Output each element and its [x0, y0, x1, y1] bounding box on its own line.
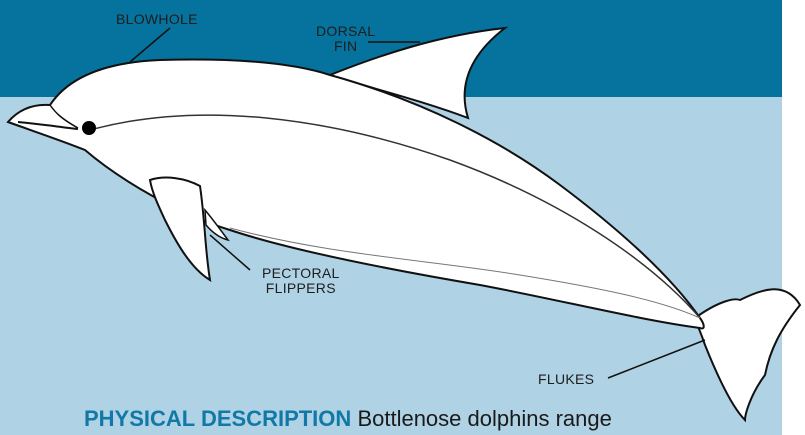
- dolphin-body: [8, 60, 704, 329]
- caption-text: Bottlenose dolphins range: [357, 406, 611, 431]
- dorsal-label-line1: DORSAL: [316, 24, 375, 39]
- blowhole-pointer: [130, 28, 170, 62]
- eye: [82, 121, 96, 135]
- blowhole-label-text: BLOWHOLE: [116, 11, 198, 27]
- pectoral-label-line1: PECTORAL: [262, 266, 340, 281]
- flukes-pointer: [608, 340, 705, 378]
- dorsal-label-line2: FIN: [316, 39, 375, 54]
- blowhole-label: BLOWHOLE: [116, 12, 198, 27]
- flukes-label-text: FLUKES: [538, 371, 594, 387]
- pectoral-flipper-front: [150, 178, 210, 280]
- caption-heading: PHYSICAL DESCRIPTION: [84, 406, 351, 431]
- flukes-label: FLUKES: [538, 372, 594, 387]
- tail-flukes: [695, 289, 800, 420]
- dorsal-fin-label: DORSAL FIN: [316, 24, 375, 54]
- physical-description-caption: PHYSICAL DESCRIPTION Bottlenose dolphins…: [84, 406, 612, 432]
- pectoral-label-line2: FLIPPERS: [262, 281, 340, 296]
- pectoral-flippers-label: PECTORAL FLIPPERS: [262, 266, 340, 296]
- pectoral-pointer: [210, 235, 250, 270]
